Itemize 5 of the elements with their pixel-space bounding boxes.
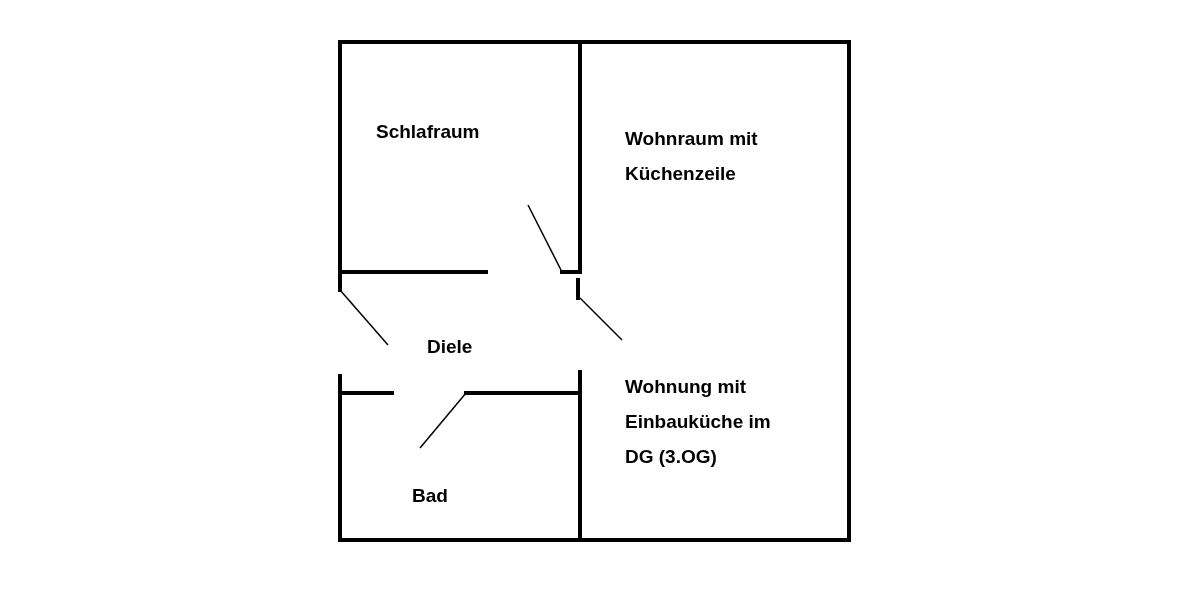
room-label: Diele (427, 335, 474, 359)
room-label: Wohnraum mit Küchenzeile (625, 127, 759, 186)
room-label: Bad (412, 484, 449, 508)
room-label: Wohnung mit Einbauküche im DG (3.OG) (625, 375, 772, 469)
room-label: Schlafraum (376, 120, 481, 144)
